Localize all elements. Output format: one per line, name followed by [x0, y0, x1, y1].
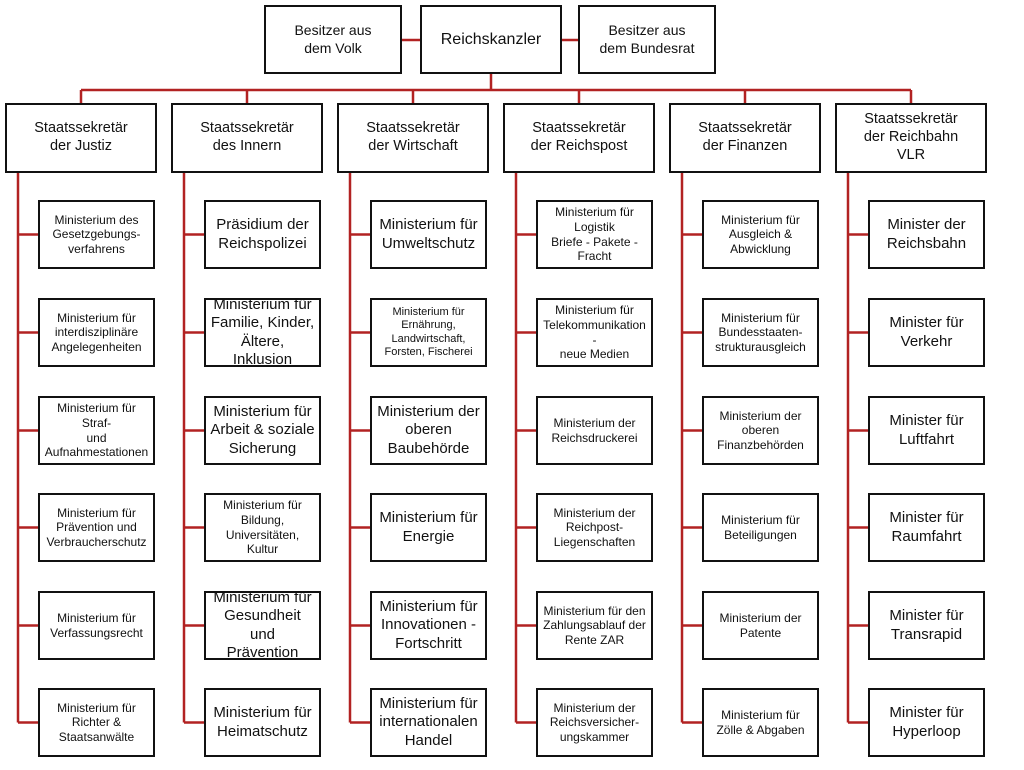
ministry-finance-4-box: Ministerium für Beteiligungen — [702, 493, 819, 562]
ministry-railway-1-box: Minister der Reichsbahn — [868, 200, 985, 269]
chancellor-box: Reichskanzler — [420, 5, 562, 74]
ministry-economy-2-label: Ministerium für Ernährung, Landwirtschaf… — [384, 305, 473, 358]
chancellor-label: Reichskanzler — [440, 30, 542, 48]
ministry-finance-2-box: Ministerium für Bundesstaaten- struktura… — [702, 298, 819, 367]
ministry-justice-5-label: Ministerium für Verfassungsrecht — [50, 610, 143, 640]
secretary-finance-label: Staatssekretär der Finanzen — [698, 120, 792, 154]
ministry-justice-1-box: Ministerium des Gesetzgebungs- verfahren… — [38, 200, 155, 269]
ministry-interior-5-box: Ministerium für Gesundheit und Präventio… — [204, 588, 321, 661]
ministry-finance-2-label: Ministerium für Bundesstaaten- struktura… — [715, 310, 806, 354]
ministry-railway-6-label: Minister für Hyperloop — [889, 704, 964, 740]
ministry-interior-3-box: Ministerium für Arbeit & soziale Sicheru… — [204, 396, 321, 465]
ministry-interior-6-box: Ministerium für Heimatschutz — [204, 688, 321, 757]
ministry-economy-5-box: Ministerium für Innovationen - Fortschri… — [370, 591, 487, 660]
ministry-economy-6-label: Ministerium für internationalen Handel — [379, 695, 478, 749]
ministry-post-5-box: Ministerium für den Zahlungsablauf der R… — [536, 591, 653, 660]
ministry-justice-5-box: Ministerium für Verfassungsrecht — [38, 591, 155, 660]
ministry-interior-4-box: Ministerium für Bildung, Universitäten, … — [204, 493, 321, 562]
ministry-interior-3-label: Ministerium für Arbeit & soziale Sicheru… — [210, 403, 315, 457]
ministry-economy-6-box: Ministerium für internationalen Handel — [370, 688, 487, 757]
ministry-justice-4-label: Ministerium für Prävention und Verbrauch… — [46, 505, 147, 549]
ministry-railway-5-box: Minister für Transrapid — [868, 591, 985, 660]
ministry-post-4-box: Ministerium der Reichpost- Liegenschafte… — [536, 493, 653, 562]
ministry-post-2-label: Ministerium für Telekommunikation - neue… — [543, 303, 646, 362]
ministry-justice-4-box: Ministerium für Prävention und Verbrauch… — [38, 493, 155, 562]
ministry-finance-4-label: Ministerium für Beteiligungen — [721, 512, 800, 542]
ministry-post-1-label: Ministerium für Logistik Briefe - Pakete… — [551, 205, 638, 264]
owner-people-box: Besitzer aus dem Volk — [264, 5, 402, 74]
ministry-finance-6-label: Ministerium für Zölle & Abgaben — [716, 707, 805, 737]
ministry-railway-5-label: Minister für Transrapid — [889, 607, 964, 643]
ministry-post-2-box: Ministerium für Telekommunikation - neue… — [536, 298, 653, 367]
secretary-railway-box: Staatssekretär der Reichbahn VLR — [835, 103, 987, 173]
ministry-interior-4-label: Ministerium für Bildung, Universitäten, … — [223, 498, 302, 557]
ministry-post-4-label: Ministerium der Reichpost- Liegenschafte… — [553, 505, 636, 549]
ministry-interior-5-label: Ministerium für Gesundheit und Präventio… — [213, 588, 312, 661]
ministry-economy-1-box: Ministerium für Umweltschutz — [370, 200, 487, 269]
secretary-post-box: Staatssekretär der Reichspost — [503, 103, 655, 173]
ministry-economy-4-label: Ministerium für Energie — [379, 509, 478, 545]
ministry-post-6-box: Ministerium der Reichsversicher- ungskam… — [536, 688, 653, 757]
ministry-post-3-box: Ministerium der Reichsdruckerei — [536, 396, 653, 465]
secretary-economy-label: Staatssekretär der Wirtschaft — [366, 120, 460, 154]
ministry-post-6-label: Ministerium der Reichsversicher- ungskam… — [549, 700, 640, 744]
ministry-interior-2-label: Ministerium für Familie, Kinder, Ältere,… — [210, 295, 315, 368]
ministry-railway-4-box: Minister für Raumfahrt — [868, 493, 985, 562]
ministry-economy-1-label: Ministerium für Umweltschutz — [379, 216, 478, 252]
ministry-railway-3-box: Minister für Luftfahrt — [868, 396, 985, 465]
secretary-justice-label: Staatssekretär der Justiz — [34, 120, 128, 154]
ministry-justice-1-label: Ministerium des Gesetzgebungs- verfahren… — [52, 212, 141, 256]
ministry-economy-5-label: Ministerium für Innovationen - Fortschri… — [379, 598, 478, 652]
ministry-post-5-label: Ministerium für den Zahlungsablauf der R… — [543, 603, 646, 647]
ministry-interior-1-label: Präsidium der Reichspolizei — [216, 216, 309, 252]
ministry-railway-2-box: Minister für Verkehr — [868, 298, 985, 367]
ministry-post-3-label: Ministerium der Reichsdruckerei — [551, 415, 638, 445]
ministry-justice-2-label: Ministerium für interdisziplinäre Angele… — [51, 310, 142, 354]
ministry-economy-2-box: Ministerium für Ernährung, Landwirtschaf… — [370, 298, 487, 367]
ministry-railway-4-label: Minister für Raumfahrt — [889, 509, 964, 545]
secretary-justice-box: Staatssekretär der Justiz — [5, 103, 157, 173]
ministry-railway-6-box: Minister für Hyperloop — [868, 688, 985, 757]
ministry-finance-1-label: Ministerium für Ausgleich & Abwicklung — [721, 212, 800, 256]
ministry-justice-6-label: Ministerium für Richter & Staatsanwälte — [57, 700, 136, 744]
secretary-post-label: Staatssekretär der Reichspost — [530, 120, 628, 154]
ministry-finance-5-box: Ministerium der Patente — [702, 591, 819, 660]
ministry-finance-3-box: Ministerium der oberen Finanzbehörden — [702, 396, 819, 465]
owner-council-box: Besitzer aus dem Bundesrat — [578, 5, 716, 74]
secretary-interior-label: Staatssekretär des Innern — [200, 120, 294, 154]
ministry-post-1-box: Ministerium für Logistik Briefe - Pakete… — [536, 200, 653, 269]
ministry-interior-6-label: Ministerium für Heimatschutz — [213, 704, 312, 740]
ministry-railway-1-label: Minister der Reichsbahn — [886, 216, 967, 252]
ministry-economy-3-box: Ministerium der oberen Baubehörde — [370, 396, 487, 465]
owner-council-label: Besitzer aus dem Bundesrat — [599, 22, 695, 56]
secretary-economy-box: Staatssekretär der Wirtschaft — [337, 103, 489, 173]
secretary-interior-box: Staatssekretär des Innern — [171, 103, 323, 173]
ministry-finance-5-label: Ministerium der Patente — [719, 610, 802, 640]
ministry-justice-3-label: Ministerium für Straf- und Aufnahmestati… — [44, 401, 149, 460]
ministry-justice-3-box: Ministerium für Straf- und Aufnahmestati… — [38, 396, 155, 465]
secretary-railway-label: Staatssekretär der Reichbahn VLR — [863, 111, 959, 163]
ministry-interior-2-box: Ministerium für Familie, Kinder, Ältere,… — [204, 295, 321, 368]
ministry-railway-2-label: Minister für Verkehr — [889, 314, 964, 350]
ministry-justice-6-box: Ministerium für Richter & Staatsanwälte — [38, 688, 155, 757]
ministry-finance-6-box: Ministerium für Zölle & Abgaben — [702, 688, 819, 757]
ministry-finance-3-label: Ministerium der oberen Finanzbehörden — [717, 408, 804, 452]
ministry-railway-3-label: Minister für Luftfahrt — [889, 412, 964, 448]
ministry-finance-1-box: Ministerium für Ausgleich & Abwicklung — [702, 200, 819, 269]
secretary-finance-box: Staatssekretär der Finanzen — [669, 103, 821, 173]
ministry-economy-4-box: Ministerium für Energie — [370, 493, 487, 562]
ministry-economy-3-label: Ministerium der oberen Baubehörde — [377, 403, 480, 457]
ministry-interior-1-box: Präsidium der Reichspolizei — [204, 200, 321, 269]
ministry-justice-2-box: Ministerium für interdisziplinäre Angele… — [38, 298, 155, 367]
owner-people-label: Besitzer aus dem Volk — [294, 22, 372, 56]
